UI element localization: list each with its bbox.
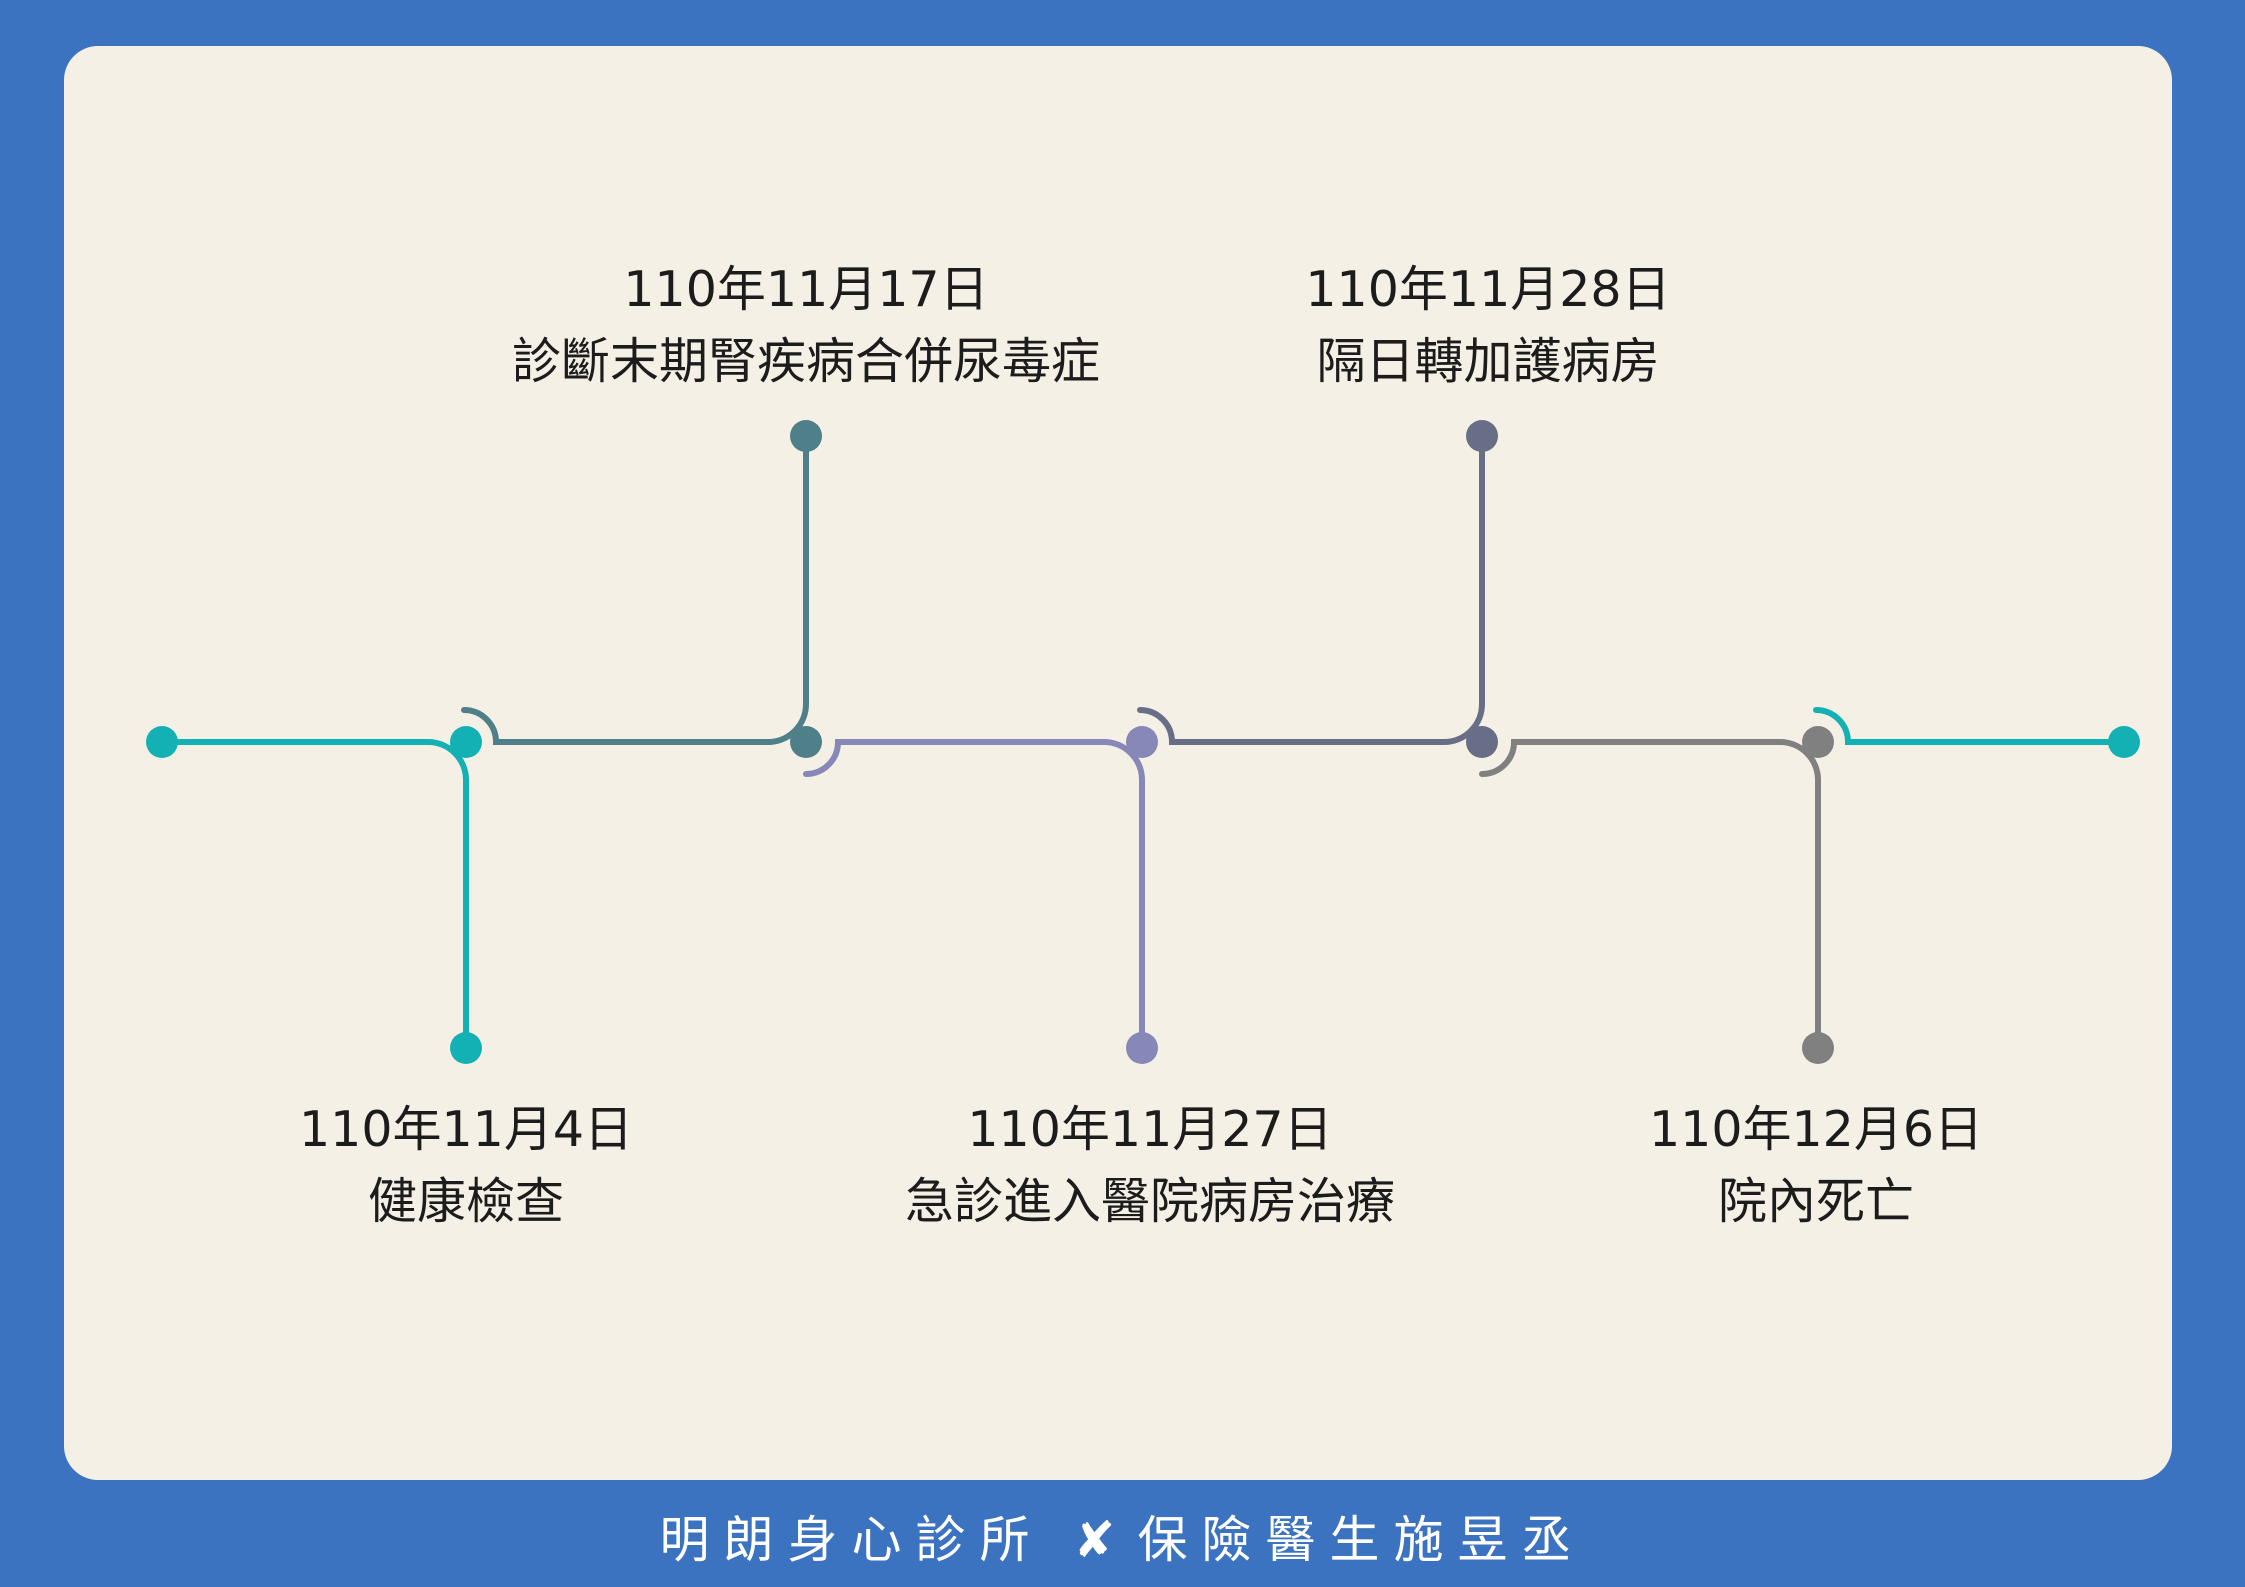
event-3-end-dot	[1126, 1032, 1158, 1064]
timeline-segment-2	[803, 739, 1145, 1051]
timeline-start-dot	[146, 726, 178, 758]
event-3-date: 110年11月27日	[967, 1101, 1333, 1158]
event-2-date: 110年11月17日	[623, 261, 989, 318]
event-4-end-dot	[1466, 420, 1498, 452]
event-3-label: 110年11月27日 急診進入醫院病房治療	[790, 1094, 1510, 1238]
event-5-desc: 院內死亡	[1717, 1173, 1914, 1230]
cross-icon: ✘	[1073, 1511, 1116, 1569]
event-4-node	[1466, 726, 1498, 758]
timeline-segment-1	[461, 433, 809, 745]
timeline-start-segment	[159, 739, 469, 783]
event-4-date: 110年11月28日	[1305, 261, 1671, 318]
event-1-date: 110年11月4日	[298, 1101, 634, 1158]
event-4-label: 110年11月28日 隔日轉加護病房	[1128, 254, 1848, 398]
event-4-desc: 隔日轉加護病房	[1316, 333, 1660, 390]
event-1-label: 110年11月4日 健康檢查	[106, 1094, 826, 1238]
footer-clinic-name: 明朗身心診所	[659, 1511, 1044, 1569]
event-2-end-dot	[790, 420, 822, 452]
event-1-end-dot	[450, 1032, 482, 1064]
timeline-card	[64, 46, 2172, 1480]
event-3-node	[1126, 726, 1158, 758]
event-5-node	[1802, 726, 1834, 758]
event-5-label: 110年12月6日 院內死亡	[1456, 1094, 2176, 1238]
event-2-desc: 診斷末期腎疾病合併尿毒症	[511, 333, 1100, 390]
event-1-node	[450, 726, 482, 758]
event-5-end-dot	[1802, 1032, 1834, 1064]
footer-credit: 明朗身心診所 ✘ 保險醫生施昱丞	[0, 1505, 2245, 1575]
event-2-label: 110年11月17日 診斷末期腎疾病合併尿毒症	[446, 254, 1166, 398]
event-3-desc: 急診進入醫院病房治療	[904, 1173, 1395, 1230]
footer-doctor-name: 保險醫生施昱丞	[1137, 1511, 1586, 1569]
timeline-end-dot	[2108, 726, 2140, 758]
event-5-date: 110年12月6日	[1648, 1101, 1984, 1158]
event-1-desc: 健康檢查	[367, 1173, 564, 1230]
timeline-segment-3	[1137, 433, 1485, 745]
event-2-node	[790, 726, 822, 758]
timeline-end-segment	[1813, 707, 2127, 745]
timeline-segment-4	[1479, 739, 1821, 1051]
